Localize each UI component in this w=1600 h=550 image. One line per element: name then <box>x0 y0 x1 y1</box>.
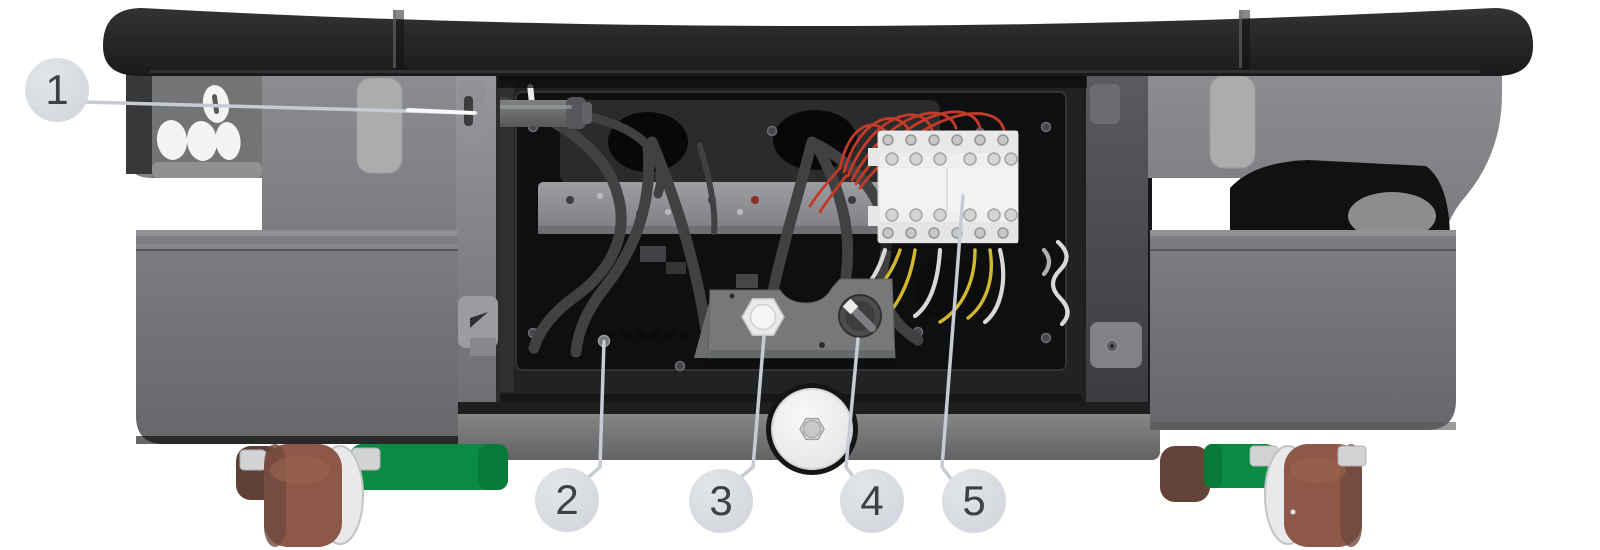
callout-2: 2 <box>535 468 599 532</box>
charging-connector <box>464 84 592 129</box>
callout-3-label: 3 <box>709 477 733 524</box>
axle-bolt <box>239 449 267 471</box>
callout-1-label: 1 <box>45 66 69 113</box>
rail-red-dot <box>751 196 759 204</box>
callout-2-label: 2 <box>555 476 579 523</box>
leader-line-5 <box>940 194 965 485</box>
body-upper-left <box>126 58 456 242</box>
side-bumper-left <box>356 77 403 174</box>
switch-bracket <box>694 278 900 368</box>
hinge-bottom <box>458 296 498 348</box>
caster-wheel-left <box>236 444 508 547</box>
bracket-shade <box>478 444 508 490</box>
wheel-bracket-green-left <box>350 444 508 490</box>
terminal-screws-large <box>885 152 1018 222</box>
axle-bolt <box>1337 445 1367 467</box>
side-bumper-right <box>1209 75 1256 169</box>
cover-seam <box>393 10 396 68</box>
roller-disc <box>766 383 858 475</box>
body-upper-right <box>1148 58 1502 240</box>
cover-seam <box>1239 10 1242 68</box>
callout-5: 5 <box>942 469 1006 533</box>
indicator-lights <box>156 85 241 161</box>
light-module <box>152 60 262 178</box>
pcb-connectors <box>606 246 758 339</box>
leader-tip-highlight <box>406 108 476 115</box>
compartment-frame-left <box>452 66 500 402</box>
callout-1: 1 <box>25 58 89 122</box>
top-cover <box>103 0 1533 76</box>
callout-5-label: 5 <box>962 477 986 524</box>
callout-4: 4 <box>840 469 904 533</box>
terminal-screws <box>882 134 1009 239</box>
bracket-shade <box>1204 444 1222 488</box>
front-compartment <box>452 66 1152 402</box>
terminal-block <box>868 130 1019 251</box>
callout-4-label: 4 <box>860 477 884 524</box>
hex-bolt <box>741 298 785 336</box>
caster-wheel-right <box>1160 444 1367 547</box>
compartment-frame-right <box>1082 66 1148 402</box>
skirt-left <box>136 230 458 444</box>
wire-duct-opening <box>918 262 982 318</box>
rear-wheel-right <box>1160 446 1210 502</box>
callout-3: 3 <box>689 469 753 533</box>
rotary-switch <box>838 294 882 338</box>
skirt-right <box>1150 230 1456 430</box>
